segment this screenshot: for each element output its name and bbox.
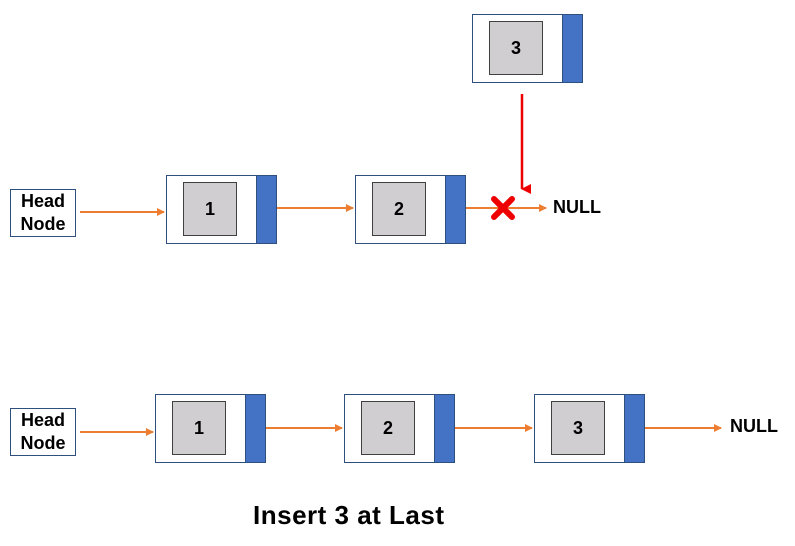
cross-mark-icon: [491, 196, 515, 220]
node-value: 3: [551, 401, 605, 455]
head-label-line2: Node: [20, 433, 66, 453]
node-value: 2: [372, 182, 426, 236]
diagram-caption: Insert 3 at Last: [253, 500, 445, 530]
head-node-box: Head Node: [10, 189, 76, 237]
null-label-after: NULL: [730, 416, 778, 436]
head-label-line2: Node: [20, 214, 66, 234]
list-node-2: 2: [355, 175, 466, 244]
node-next-pointer: [434, 394, 455, 463]
node-next-pointer: [256, 175, 277, 244]
list-node-1-after: 1: [155, 394, 266, 463]
node-value: 1: [183, 182, 237, 236]
node-next-pointer: [562, 14, 583, 83]
head-label-line1: Head: [20, 410, 65, 430]
null-label: NULL: [553, 197, 601, 217]
node-next-pointer: [445, 175, 466, 244]
list-node-3-after: 3: [534, 394, 645, 463]
node-next-pointer: [624, 394, 645, 463]
head-node-box-after: Head Node: [10, 408, 76, 456]
list-node-2-after: 2: [344, 394, 455, 463]
node-value: 2: [361, 401, 415, 455]
node-value: 3: [489, 21, 543, 75]
head-label-line1: Head: [20, 191, 65, 211]
new-node: 3: [472, 14, 583, 83]
list-node-1: 1: [166, 175, 277, 244]
node-next-pointer: [245, 394, 266, 463]
node-value: 1: [172, 401, 226, 455]
